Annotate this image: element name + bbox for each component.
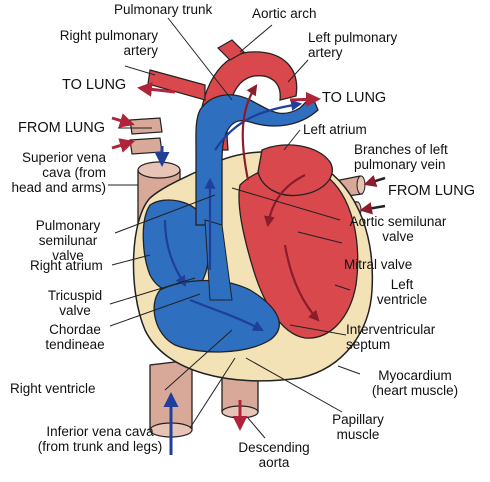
label-aortic-semilunar-valve: Aortic semilunar valve <box>349 214 447 244</box>
flow-arrow-ra <box>163 219 187 287</box>
label-from-lung-left: FROM LUNG <box>18 120 105 136</box>
label-interventricular-septum: Interventricular septum <box>346 322 436 352</box>
label-chordae-tendineae: Chordae tendineae <box>45 322 105 352</box>
right-pulmonary-vein-upper <box>129 117 163 135</box>
label-from-lung-right: FROM LUNG <box>388 183 475 199</box>
label-mitral-valve: Mitral valve <box>344 257 413 272</box>
septum-blue <box>204 219 233 301</box>
leader-lines <box>108 17 361 439</box>
left-atrium <box>257 144 333 197</box>
label-right-ventricle: Right ventricle <box>10 381 96 396</box>
flow-arrow-lv <box>283 244 320 322</box>
flow-arrow-trunk <box>214 99 303 151</box>
label-to-lung-right: TO LUNG <box>322 90 387 106</box>
label-tricuspid-valve: Tricuspid valve <box>47 288 103 318</box>
label-right-pulmonary-artery: Right pulmonary artery <box>59 28 158 58</box>
right-pulmonary-vein-lower <box>129 137 163 155</box>
label-left-atrium: Left atrium <box>303 122 367 137</box>
aorta-trunk <box>217 39 245 61</box>
from-lung-arrow-1 <box>111 113 135 128</box>
label-to-lung-left: TO LUNG <box>62 77 127 93</box>
label-superior-vena-cava: Superior vena cava (from head and arms) <box>11 150 106 195</box>
label-descending-aorta: Descending aorta <box>238 440 310 470</box>
label-pulmonary-trunk: Pulmonary trunk <box>114 2 213 17</box>
label-branches-left-pulmonary-vein: Branches of left pulmonary vein <box>354 142 448 172</box>
label-left-pulmonary-artery: Left pulmonary artery <box>308 30 398 60</box>
right-pulmonary-artery <box>147 69 206 101</box>
flow-arrow-aorta <box>241 84 258 181</box>
label-inferior-vena-cava: Inferior vena cava (from trunk and legs) <box>37 424 163 454</box>
label-pulmonary-semilunar-valve: Pulmonary semilunar valve <box>35 218 101 263</box>
superior-vena-cava-opening <box>137 161 181 179</box>
label-left-ventricle: Left ventricle <box>376 277 428 307</box>
flow-arrow-la <box>263 174 306 228</box>
to-lung-arrow-right <box>289 91 321 107</box>
label-right-atrium: Right atrium <box>30 258 103 273</box>
from-lung-arrow-2 <box>111 138 135 153</box>
from-lung-arrow-4 <box>359 202 386 215</box>
label-myocardium: Myocardium (heart muscle) <box>371 368 459 398</box>
flow-arrow-rv <box>189 298 264 332</box>
pulmonary-trunk <box>195 94 319 226</box>
label-aortic-arch: Aortic arch <box>252 6 317 21</box>
to-lung-arrow-left <box>137 81 176 97</box>
label-papillary-muscle: Papillary muscle <box>332 412 384 442</box>
from-lung-arrow-3 <box>363 175 386 187</box>
